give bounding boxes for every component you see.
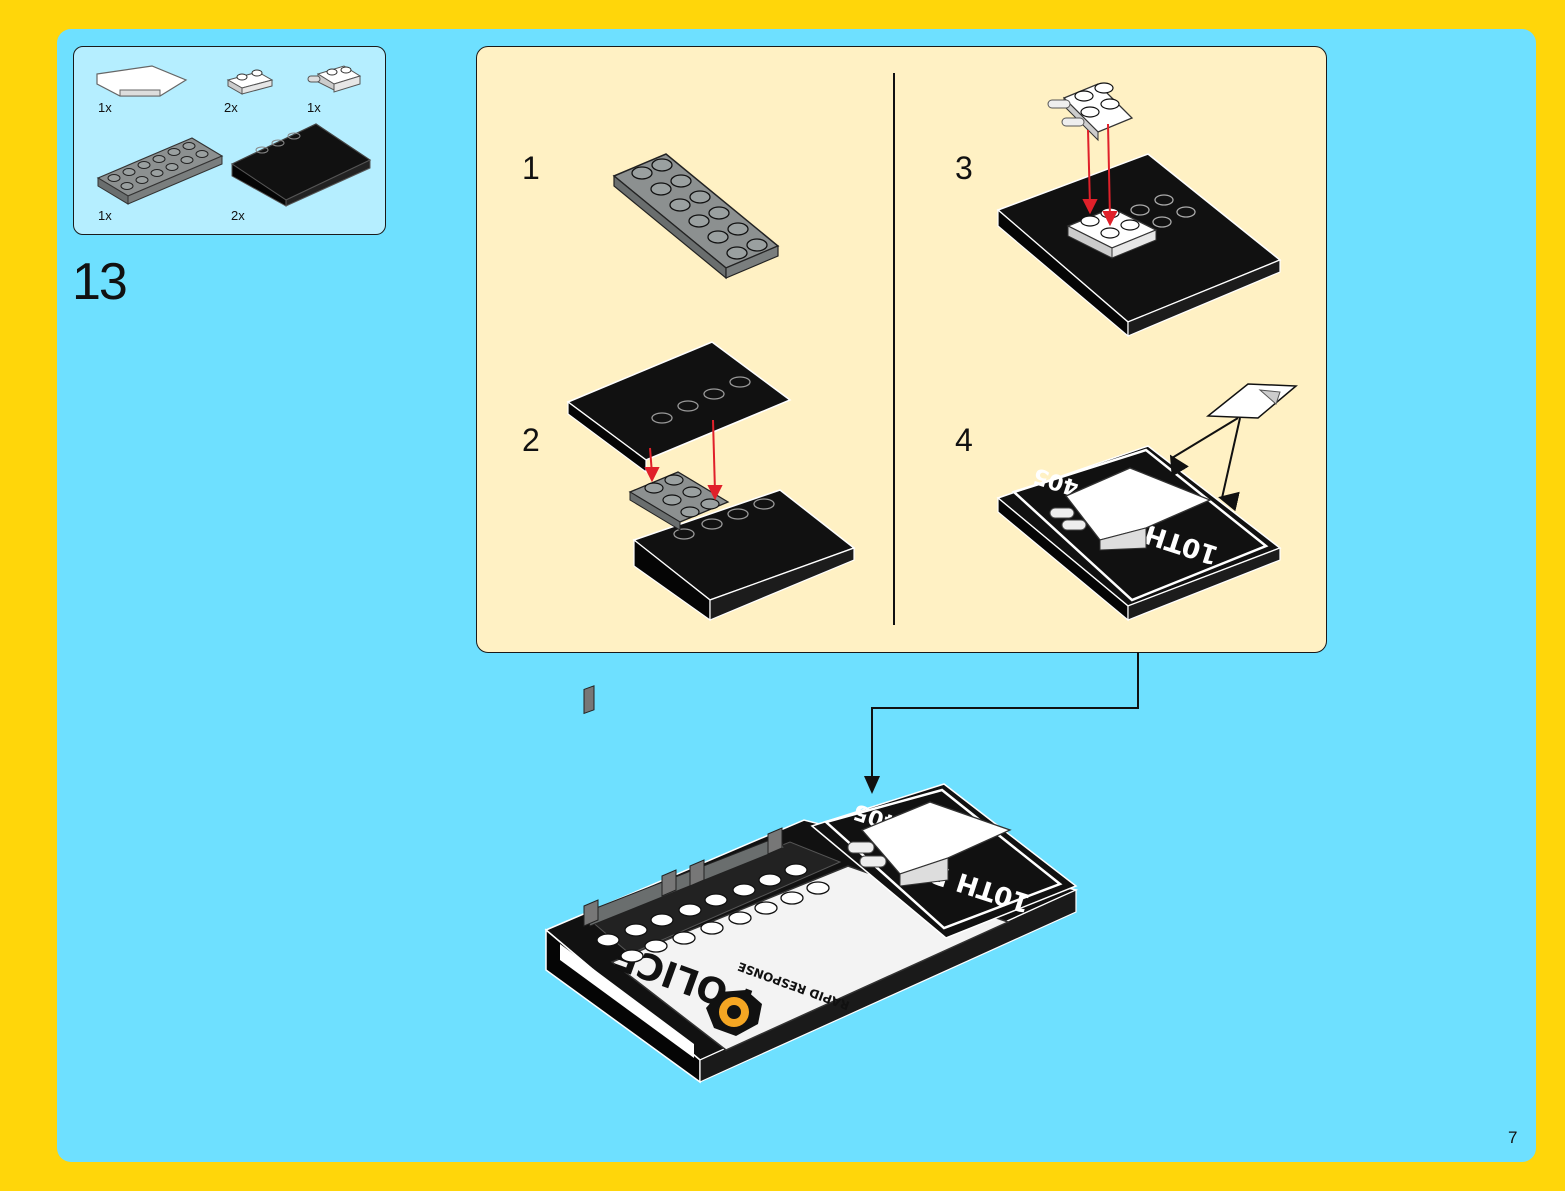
substep-1-gray-plate bbox=[614, 154, 778, 278]
substep-2-assembly bbox=[568, 342, 854, 620]
part-white-curved-slope-icon bbox=[97, 66, 186, 96]
substep-3-assembly bbox=[998, 83, 1280, 336]
page-number: 7 bbox=[1508, 1128, 1517, 1148]
connector-arrow bbox=[872, 652, 1138, 790]
part-white-plate-icon bbox=[228, 70, 272, 94]
main-model: POLICE RAPID RESPONSE bbox=[546, 686, 1076, 1082]
substep-4-assembly: 405 10TH DV bbox=[998, 384, 1296, 620]
part-white-clip-plate-icon bbox=[308, 66, 360, 92]
connector-arrowhead bbox=[864, 776, 880, 794]
part-black-wedge-icon bbox=[232, 124, 370, 206]
part-gray-plate-icon bbox=[98, 138, 222, 204]
